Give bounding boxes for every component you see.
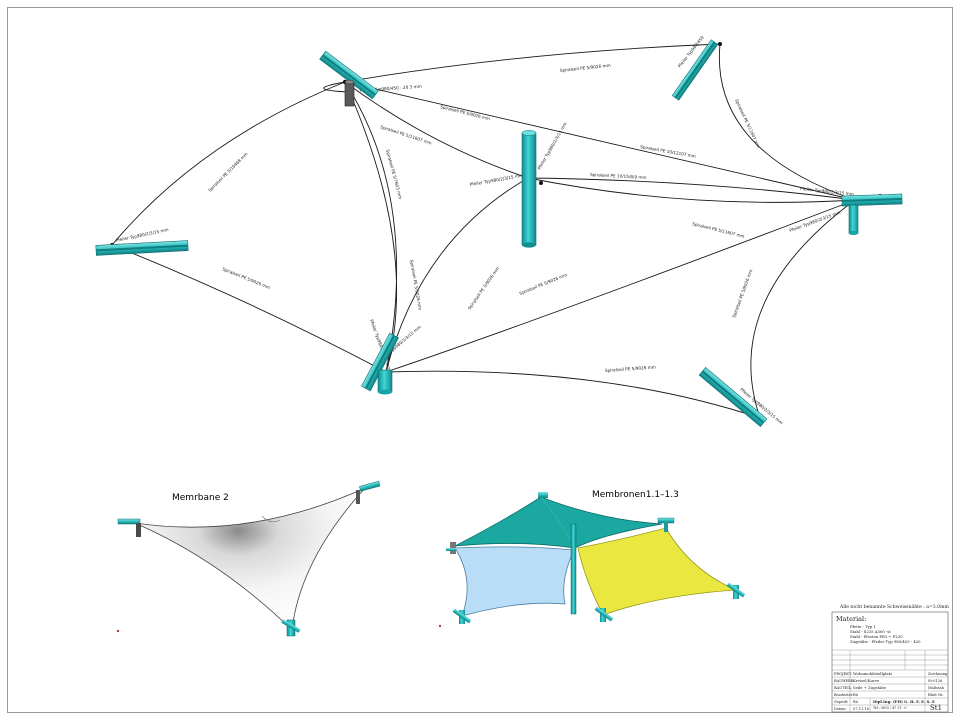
tb-right: Zeichnung xyxy=(928,672,948,676)
cable-label: Spiralseil PE 5/11607 mm xyxy=(692,221,745,239)
beam-bottom-right xyxy=(698,367,768,427)
tb-value: Seile + Zugstäbe xyxy=(853,685,887,690)
steel-members xyxy=(95,39,903,427)
drawing-sheet xyxy=(7,7,953,713)
cable-label: Pfeiler Typ980/2/3/15 mm xyxy=(800,186,854,197)
tb-label: BAUTEIL: xyxy=(834,686,852,690)
cable-label: Spiralseil PE 5/9026 mm xyxy=(560,63,611,73)
tb-value: 07.11.16 xyxy=(853,707,870,711)
tb-right: St-0126 xyxy=(928,679,943,683)
cable xyxy=(718,43,856,201)
tb-label: PROJEKT: xyxy=(834,672,852,676)
cable xyxy=(111,244,387,373)
cable xyxy=(344,81,398,373)
tb-label: Bearbeitet: xyxy=(834,693,853,697)
tb-right: Blatt Nr. xyxy=(928,693,944,697)
beam-top-right xyxy=(671,39,719,101)
cable-label: Spiralseil PE 5/9026 mm xyxy=(467,266,500,311)
cable xyxy=(344,81,398,373)
post-top-left xyxy=(344,81,355,107)
cable-labels: Spiralseil PE 5/9026 mm Pfeiler Typ980/4… xyxy=(115,35,854,426)
membrane-2-title: Memrbane 2 xyxy=(172,493,229,503)
post-bottom-left xyxy=(377,369,393,393)
material-heading: Material: xyxy=(836,615,866,623)
tb-value: Wohnmobilstellplatz xyxy=(853,671,892,676)
membranes-1-title: Membronen1.1–1.3 xyxy=(592,490,679,500)
post-right xyxy=(848,204,859,234)
cable-label: Pfeiler Typ980/2/3/15 mm xyxy=(789,210,841,233)
tb-value: Bü xyxy=(853,700,859,704)
cable-label: Spiralseil PE 5/9026 mm xyxy=(519,272,568,296)
tb-right: Maßstab xyxy=(928,686,945,690)
cable xyxy=(344,81,529,179)
cable-label: Spiralseil PE 5/11607 mm xyxy=(734,98,761,149)
weld-note: Alle nicht benannte Schweissnähte : a=3.… xyxy=(839,604,949,610)
tb-value: Kreisel/Kurve xyxy=(853,678,880,683)
cable-label: Spiralseil PE 5/10468 mm xyxy=(207,151,249,193)
cable-network xyxy=(111,43,856,419)
cable-label: Pfeiler Typ980/2/3/15 mm xyxy=(469,173,523,187)
cable xyxy=(385,199,856,373)
tb-label: BAUHERR: xyxy=(834,679,855,683)
cable-label: Spiralseil PE 5/11607 mm xyxy=(380,124,433,145)
sheet-number: St1 xyxy=(930,704,942,712)
cable xyxy=(385,370,761,419)
central-mast xyxy=(521,132,537,246)
tb-label: Datum: xyxy=(834,707,847,711)
company-name: Dipl.Ing. (FH) G. H. F. E. S. S xyxy=(873,699,935,704)
cable xyxy=(385,177,529,373)
cable-label: Pfeiler Typ980/450 - 20 3 mm xyxy=(360,84,422,93)
beam-top-left xyxy=(319,50,379,100)
title-block: Alle nicht benannte Schweissnähte : a=3.… xyxy=(831,604,949,713)
cable-label: Spiralseil PE 5/9026 mm xyxy=(605,364,656,373)
material-line: Stahl - S235 A360 -st xyxy=(850,629,891,634)
cable-label: Spiralseil PE 5/8026 mm xyxy=(731,269,753,319)
cable-label: Pfeiler Typ980/2/3/15 mm xyxy=(537,121,568,170)
cable xyxy=(750,199,856,419)
material-line: Stahl - Pfosten PR3 + PL30 xyxy=(850,634,903,639)
beam-bottom-left xyxy=(361,332,399,392)
material-line: Zugstäbe - Pfeiler Typ 980/450 - 420 xyxy=(850,639,921,644)
cable xyxy=(323,81,351,93)
cable xyxy=(111,81,346,246)
cable xyxy=(527,177,856,203)
cable-label: Pfeiler Typ980/2/3/15 mm xyxy=(115,227,169,243)
tb-label: Geprüft: xyxy=(834,700,848,704)
cable-label: Spiralseil PE 5/9026 mm xyxy=(222,266,271,290)
cable-nodes xyxy=(110,42,882,420)
membranes-1-view: Membronen1.1–1.3 xyxy=(438,490,746,628)
beam-right xyxy=(841,193,903,207)
cable-label: Spiralseil PE 5/7603 mm xyxy=(385,149,403,200)
cable xyxy=(527,177,856,201)
cable xyxy=(344,43,721,83)
beam-left xyxy=(95,240,189,256)
material-line: Pfette - Typ 1 xyxy=(850,624,876,629)
cable-label: Spiralseil PE 10/15/8/9 mm xyxy=(590,172,647,180)
tb-value: Bü xyxy=(853,693,859,697)
membrane-2-view: Memrbane 2 xyxy=(116,480,381,637)
company-sub: Tel.: 0815 / 47 11 - 0 xyxy=(873,706,906,710)
cable-label: Spiralseil PE 5/9026 mm xyxy=(440,104,491,121)
